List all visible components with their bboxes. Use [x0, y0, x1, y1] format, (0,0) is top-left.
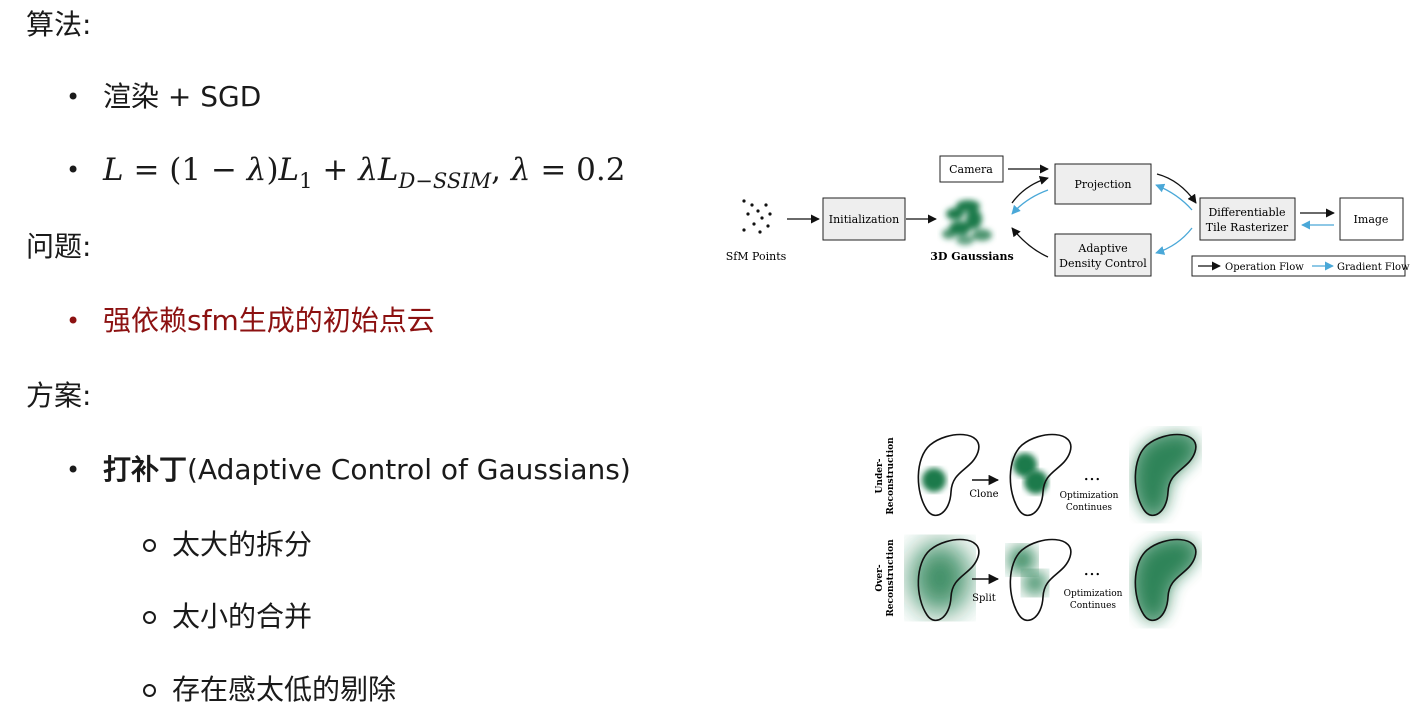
heading-solution: 方案: [26, 379, 92, 412]
loss-formula: • L = (1 − λ)L1 + λLD−SSIM, λ = 0.2 [66, 152, 626, 193]
gaussians-icon [942, 200, 992, 245]
sfm-points-label: SfM Points [726, 250, 787, 263]
opt-continues-1: Optimization [1060, 491, 1119, 501]
gaussians-label: 3D Gaussians [930, 250, 1013, 263]
image-label: Image [1354, 213, 1389, 226]
rasterizer-label-2: Tile Rasterizer [1206, 221, 1289, 234]
circle-bullet [143, 684, 156, 697]
opt-continues-2: Continues [1070, 601, 1117, 611]
density-control-box [1054, 233, 1152, 277]
projection-label: Projection [1074, 178, 1131, 191]
bullet-render-sgd: • 渲染 + SGD [66, 80, 262, 113]
bullet-dot: • [66, 307, 81, 335]
shape-outline [917, 538, 980, 622]
shape-outline [1009, 538, 1072, 622]
clone-label: Clone [969, 489, 998, 500]
shape-outline [1009, 433, 1072, 517]
over-reconstruction-label-1: Over- [875, 564, 885, 592]
initialization-label: Initialization [829, 213, 899, 226]
under-reconstruction-label-1: Under- [875, 458, 885, 493]
circle-bullet [143, 539, 156, 552]
shape-outline [917, 433, 980, 517]
bullet-dot: • [66, 156, 81, 184]
density-control-label-2: Density Control [1059, 257, 1147, 270]
heading-algorithm: 算法: [26, 8, 92, 41]
sfm-points-icon [742, 199, 772, 234]
rasterizer-box [1199, 197, 1296, 241]
ellipsis: ... [1083, 559, 1100, 580]
split-label: Split [972, 593, 996, 604]
legend-gradient: Gradient Flow [1337, 262, 1410, 273]
opt-continues-2: Continues [1066, 503, 1113, 513]
shape-outline [1134, 538, 1197, 622]
projection-box [1054, 163, 1152, 205]
bullet-adaptive-control: • 打补丁(Adaptive Control of Gaussians) [66, 453, 631, 486]
circle-bullet [143, 611, 156, 624]
opt-continues-1: Optimization [1064, 589, 1123, 599]
bullet-dot: • [66, 456, 81, 484]
heading-problem: 问题: [26, 230, 92, 263]
rasterizer-label-1: Differentiable [1208, 206, 1285, 219]
sub-bullet-split: 太大的拆分 [143, 528, 312, 562]
density-control-label-1: Adaptive [1077, 242, 1127, 255]
camera-label: Camera [949, 163, 993, 176]
ellipsis: ... [1083, 464, 1100, 485]
bullet-sfm-dependency: • 强依赖sfm生成的初始点云 [66, 304, 435, 337]
bullet-dot: • [66, 83, 81, 111]
camera-box [939, 155, 1004, 183]
legend-box [1191, 255, 1406, 277]
sub-bullet-merge: 太小的合并 [143, 600, 312, 634]
under-reconstruction-label-2: Reconstruction [886, 437, 896, 515]
sub-bullet-prune: 存在感太低的剔除 [143, 673, 396, 707]
legend-operation: Operation Flow [1225, 262, 1304, 273]
initialization-box [822, 197, 906, 241]
shape-outline [1134, 433, 1197, 517]
over-reconstruction-label-2: Reconstruction [886, 539, 896, 617]
image-box [1339, 197, 1404, 241]
